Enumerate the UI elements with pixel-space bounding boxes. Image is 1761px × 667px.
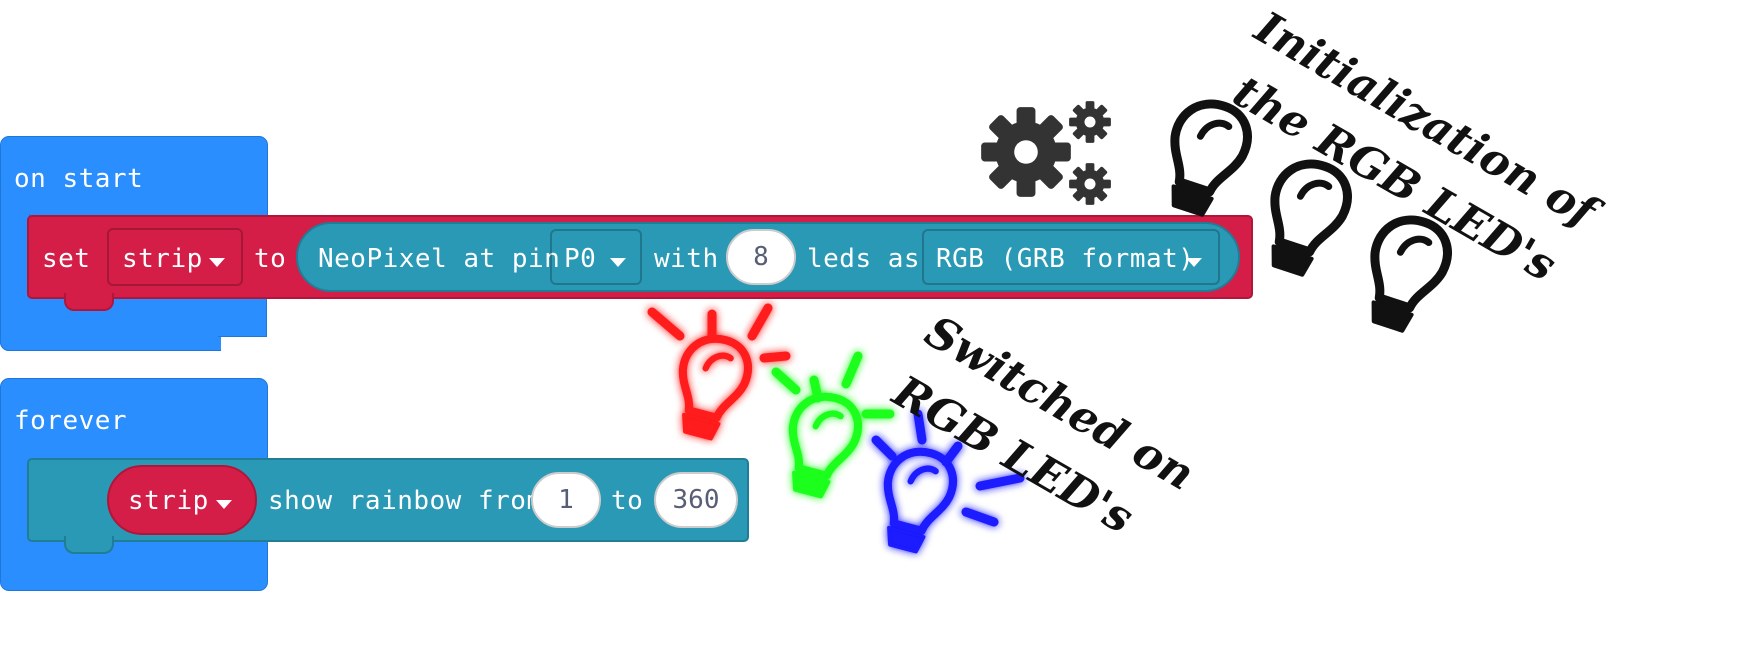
chevron-down-icon (1186, 252, 1202, 271)
strip-variable-dropdown[interactable] (107, 228, 243, 286)
chevron-down-icon (610, 252, 626, 271)
led-format-value: RGB (GRB format) (936, 244, 1195, 274)
pin-dropdown[interactable] (550, 229, 642, 285)
strip-reporter[interactable] (107, 465, 257, 535)
rainbow-start-field[interactable]: 1 (531, 472, 601, 528)
pin-value: P0 (564, 244, 597, 274)
chevron-down-icon (216, 494, 232, 513)
chevron-down-icon (209, 252, 225, 271)
green-lightbulb-icon (771, 351, 895, 502)
on-start-hat-bottom-right (218, 296, 267, 337)
on-start-hat[interactable] (0, 136, 268, 218)
forever-label: forever (14, 406, 128, 436)
with-label: with (654, 244, 719, 274)
led-format-dropdown[interactable] (922, 229, 1220, 285)
strip-variable-label: strip (122, 244, 203, 274)
show-rainbow-notch (64, 536, 114, 554)
led-count-field[interactable]: 8 (726, 229, 796, 285)
gears-icon (981, 101, 1111, 205)
strip-reporter-label: strip (128, 486, 209, 516)
on-start-label: on start (14, 164, 144, 194)
set-label: set (42, 244, 91, 274)
to-label: to (254, 244, 287, 274)
rainbow-end-field[interactable]: 360 (654, 472, 738, 528)
forever-hat[interactable] (0, 378, 268, 460)
rainbow-to-label: to (611, 486, 644, 516)
set-block-notch (64, 293, 114, 311)
red-lightbulb-icon (647, 303, 791, 444)
show-rainbow-label: show rainbow from (268, 486, 543, 516)
leds-as-label: leds as (807, 244, 921, 274)
neopixel-label: NeoPixel at pin (318, 244, 561, 274)
